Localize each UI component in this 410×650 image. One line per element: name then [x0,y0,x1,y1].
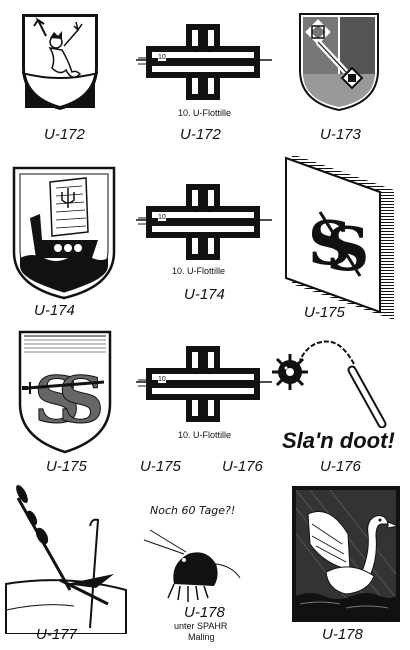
svg-text:S: S [326,215,369,285]
flotilla-cross-emblem-2 [136,182,272,262]
artist-line-1: unter SPAHR [174,621,228,631]
knot-shield-emblem [298,12,380,112]
caption-u174-cross: U-174 [184,286,225,303]
caption-u176-flail: U-176 [320,458,361,475]
artist-line-2: Maling [188,632,215,642]
flotilla-label-2: 10. U-Flottille [172,266,226,276]
flotilla-label: 10. U-Flottille [178,108,232,118]
caption-u175-shield: U-175 [46,458,87,475]
caption-u175-diamond: U-175 [304,304,345,321]
svg-text:S: S [34,363,80,438]
flotilla-cross-emblem [136,22,272,102]
svg-text:S: S [58,363,104,438]
flotilla-label-3: 10. U-Flottille [178,430,232,440]
caption-u172-cross: U-172 [180,126,221,143]
merman-shield-emblem [20,12,100,112]
caption-u175-cross: U-175 [140,458,181,475]
caption-u172-shield: U-172 [44,126,85,143]
caption-u173: U-173 [320,126,361,143]
shrimp-emblem [140,524,250,604]
flotilla-cross-emblem-3 [136,344,272,424]
caption-u178-swan: U-178 [322,626,363,643]
cross-marks-label: 10 [158,54,166,61]
caption-u174-shield: U-174 [34,302,75,319]
sword-double-s-shield: S S [18,330,112,454]
flail-emblem [270,330,400,428]
handwritten-text: Noch 60 Tage?! [150,504,236,517]
caption-u177: U-177 [36,626,77,643]
caption-u178-shrimp: U-178 [184,604,225,621]
cross-marks-label-2: 10 [158,214,166,221]
bagpipe-emblem [4,478,128,634]
cross-marks-label-3: 10 [158,376,166,383]
caption-u176-cross: U-176 [222,458,263,475]
ship-shield-emblem [12,166,116,300]
svg-text:S: S [308,209,351,279]
hatched-double-s-emblem: S S [282,152,400,322]
slogan-text: Sla'n doot! [282,428,395,453]
swan-emblem [290,484,402,624]
